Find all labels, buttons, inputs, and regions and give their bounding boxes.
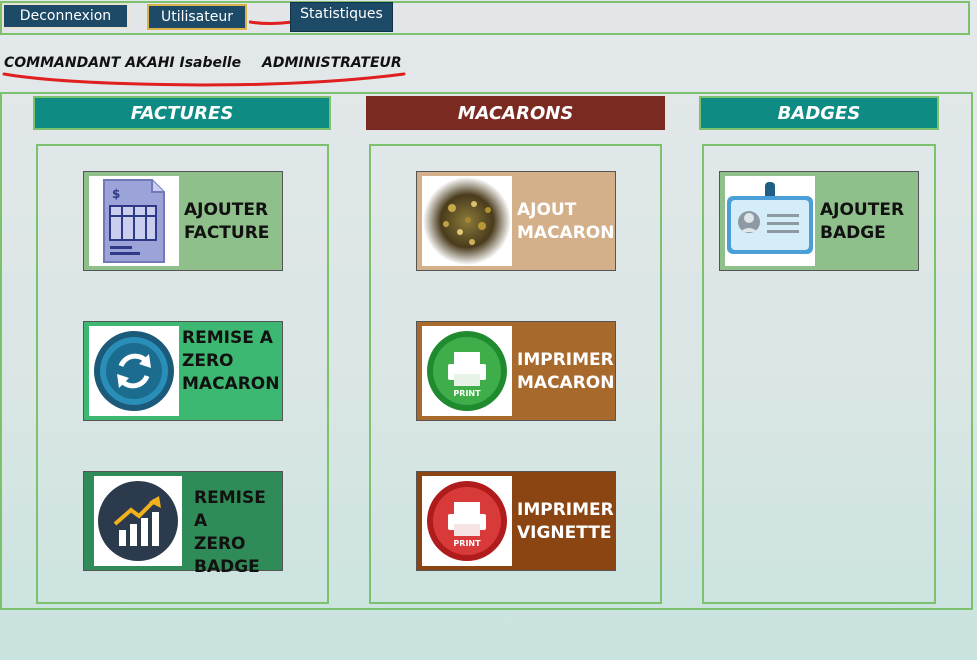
add-macaron-tile[interactable]: AJOUT MACARON	[416, 171, 616, 271]
add-invoice-tile[interactable]: $ AJOUTER FACTURE	[83, 171, 283, 271]
reset-macaron-label: REMISE A ZERO MACARON	[182, 328, 280, 394]
add-invoice-label: AJOUTER FACTURE	[184, 200, 270, 243]
reset-badge-tile[interactable]: REMISE A ZERO BADGE	[83, 471, 283, 577]
macaron-mosaic-icon	[422, 176, 512, 266]
user-name: COMMANDANT AKAHI Isabelle	[4, 55, 242, 71]
red-underline	[2, 72, 406, 87]
user-role: ADMINISTRATEUR	[262, 55, 402, 71]
svg-text:PRINT: PRINT	[453, 539, 481, 548]
badges-column	[702, 144, 936, 604]
svg-text:PRINT: PRINT	[453, 389, 481, 398]
id-badge-icon	[725, 176, 815, 266]
svg-text:$: $	[112, 187, 120, 201]
refresh-icon	[89, 326, 179, 416]
user-button[interactable]: Utilisateur	[147, 4, 247, 30]
print-red-icon: PRINT	[422, 476, 512, 566]
print-sticker-tile[interactable]: PRINT IMPRIMER VIGNETTE	[416, 471, 616, 571]
factures-header: FACTURES	[33, 96, 331, 130]
print-green-icon: PRINT	[422, 326, 512, 416]
invoice-icon: $	[89, 176, 179, 266]
reset-badge-label: REMISE A ZERO BADGE	[194, 488, 266, 577]
print-macaron-tile[interactable]: PRINT IMPRIMER MACARON	[416, 321, 616, 421]
badges-header: BADGES	[699, 96, 939, 130]
main-panel	[0, 92, 973, 610]
add-macaron-label: AJOUT MACARON	[517, 200, 615, 243]
reset-macaron-tile[interactable]: REMISE A ZERO MACARON	[83, 321, 283, 421]
red-annotation-line	[249, 20, 293, 25]
macarons-column	[369, 144, 662, 604]
growth-chart-icon	[94, 476, 182, 566]
macarons-header: MACARONS	[366, 96, 665, 130]
print-sticker-label: IMPRIMER VIGNETTE	[517, 500, 614, 543]
top-nav-bar	[0, 1, 970, 35]
factures-column	[36, 144, 329, 604]
statistics-button[interactable]: Statistiques	[290, 2, 393, 32]
logout-button[interactable]: Deconnexion	[2, 3, 129, 29]
add-badge-tile[interactable]: AJOUTER BADGE	[719, 171, 919, 271]
print-macaron-label: IMPRIMER MACARON	[517, 350, 615, 393]
add-badge-label: AJOUTER BADGE	[820, 200, 905, 243]
